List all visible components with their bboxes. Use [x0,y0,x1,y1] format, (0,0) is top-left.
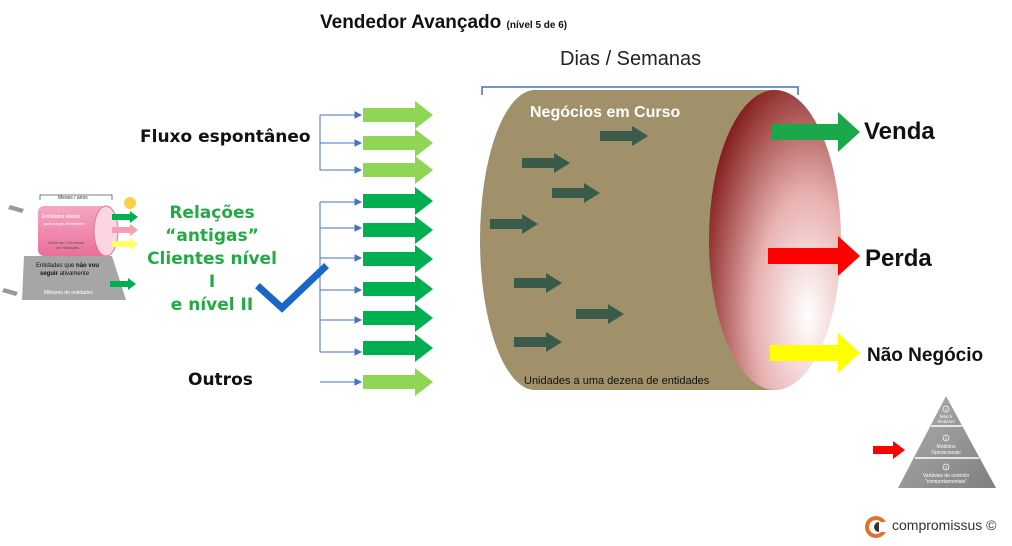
dark-arrow [522,153,570,173]
pyr-l2-1: Modelos [937,419,955,424]
dark-arrow [514,332,562,352]
dark-arrow [490,214,538,234]
light-green-arrow [363,368,433,396]
outcome-loss: Perda [865,245,932,272]
light-green-arrow [363,156,433,184]
green-arrow [363,187,433,215]
pyr-l1-1: Macro [940,414,953,419]
brand-logo-icon [865,516,888,538]
mini-nf1: Entidades que [36,263,75,269]
mini-base: Milhares de entidades [44,290,93,296]
brand-name: compromissus © [892,517,997,533]
period-bracket [481,86,799,95]
connector-lines [319,111,363,386]
outcome-no-deal: Não Negócio [867,345,984,366]
dark-arrow [576,304,624,324]
mini-nf2: seguir [40,271,59,277]
pyr-num-2: 2 [945,436,948,441]
title-main: Vendedor Avançado [320,12,502,33]
pyramid: 1 Macro Modelos 2 Modelos Operacionais 3… [898,396,996,488]
pipeline-title: Negócios em Curso [530,104,681,121]
pyramid-pointer-arrow [873,441,905,459]
dark-arrow [514,273,562,293]
mini-elected: Entidades eleitas [42,214,81,220]
outcome-sale: Venda [864,118,935,145]
pipeline-caption: Unidades a uma dezena de entidades [524,375,710,387]
title-sub: (nível 5 de 6) [506,20,568,31]
page-title: Vendedor Avançado (nível 5 de 6) [320,12,567,34]
relations-line: e nível II [170,295,254,315]
mini-mid: Dezenas / Centenas [48,240,84,245]
green-arrow [363,334,433,362]
loss-arrow [768,236,860,276]
mini-nf-bold: não vou [76,263,99,269]
sale-arrow [772,112,860,152]
relations-line: Clientes nível I [147,249,277,292]
check-icon [255,263,329,313]
pyr-num-1: 1 [945,407,948,412]
pyr-l1-2: Modelos [937,444,956,450]
mini-top-label: Meses / anos [58,195,88,201]
green-arrow [363,275,433,303]
source-spontaneous: Fluxo espontâneo [140,127,311,147]
svg-text:Entidades que não vou: Entidades que não vou [36,263,99,269]
relations-line: “antigas” [165,226,259,246]
pyr-l2-2: Operacionais [931,450,961,456]
svg-text:seguir ativamente: seguir ativamente [40,271,90,277]
mini-nf3: ativamente [60,271,90,277]
mini-mid2: de entidades [56,245,79,250]
mini-diagram: Meses / anos Entidades eleitas para segu… [2,194,138,300]
green-arrow [363,216,433,244]
green-arrow [363,245,433,273]
mini-elected-sub: para seguir ativamente [44,221,85,226]
pyr-l2-3: “comportamentais” [925,479,967,485]
no-deal-arrow [770,333,860,373]
period-label: Dias / Semanas [560,48,702,70]
dark-arrow [552,183,600,203]
dark-arrow [600,126,648,146]
in-progress-arrows [490,126,648,352]
input-arrows [363,101,433,396]
light-green-arrow [363,129,433,157]
source-others: Outros [188,370,253,390]
relations-line: Relações [169,203,255,223]
green-arrow [363,304,433,332]
pyr-num-3: 3 [945,465,948,470]
pyr-l1-3: Variáveis de controlo [923,473,970,479]
light-green-arrow [363,101,433,129]
source-relations: Relações “antigas” Clientes nível I e ní… [142,202,282,317]
